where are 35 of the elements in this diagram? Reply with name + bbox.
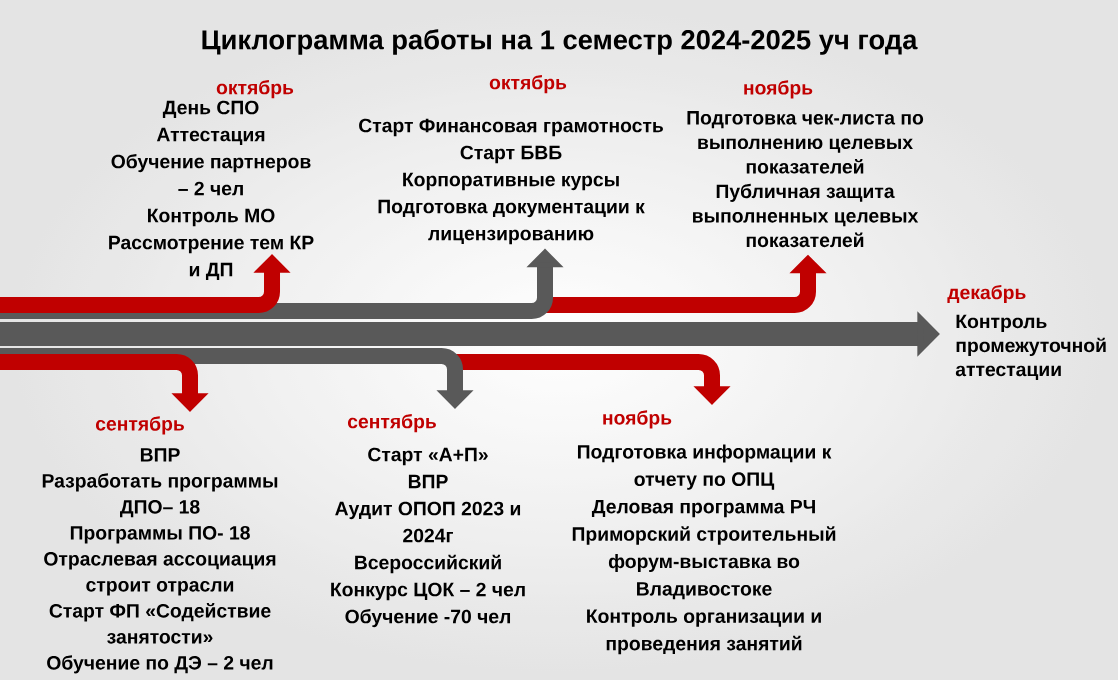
task-text: Обучение -70 чел <box>345 609 510 628</box>
month-label: ноябрь <box>603 410 672 429</box>
task-text: Корпоративные курсы <box>403 172 619 191</box>
title: Циклограмма работы на 1 семестр 2024-2025 уч года <box>202 29 918 55</box>
month-label: ноябрь <box>744 80 813 99</box>
task-text: Подготовка документации к лицензированию <box>378 199 645 245</box>
task-text: Контроль промежуточной аттестации <box>955 314 1106 380</box>
month-label: декабрь <box>947 284 1026 304</box>
task-text: Подготовка чек-листа по выполнению целевых показателей <box>687 111 924 174</box>
task-text: Обучение партнеров – 2 чел <box>111 154 311 196</box>
task-text: Программы ПО- 18 <box>70 525 250 544</box>
task-text: Старт БВБ <box>460 145 562 164</box>
month-label: сентябрь <box>347 414 436 433</box>
task-text: Рассмотрение тем КР и ДП <box>109 235 314 280</box>
task-text: Аудит ОПОП 2023 и 2024г <box>335 501 521 543</box>
month-label: октябрь <box>489 75 567 94</box>
task-text: Контроль организации и проведения занятий <box>587 609 821 655</box>
task-text: Контроль МО <box>148 208 275 227</box>
task-text: Отраслевая ассоциация строит отрасли <box>44 551 276 596</box>
task-text: Старт ФП «Содействие занятости» <box>49 603 271 644</box>
task-text: Деловая программа РЧ <box>591 499 815 518</box>
task-text: Аттестация <box>156 127 265 145</box>
task-text: Обучение по ДЭ – 2 чел <box>47 655 273 674</box>
task-text: Подготовка информации к отчету по ОПЦ <box>578 444 832 490</box>
task-text: ВПР <box>140 448 180 462</box>
task-text: Старт Финансовая грамотность <box>359 118 663 137</box>
task-text: Старт «А+П» <box>368 447 488 466</box>
task-text: Всероссийский Конкурс ЦОК – 2 чел <box>331 554 525 601</box>
task-text: ВПР <box>408 474 448 489</box>
task-text: День СПО <box>162 100 259 118</box>
month-label: сентябрь <box>95 416 184 435</box>
task-text: Приморский строительный форум-выставка во Владивостоке <box>572 526 836 600</box>
month-label: октябрь <box>216 80 294 99</box>
task-text: Публичная защита выполненных целевых показателей <box>693 183 919 248</box>
task-text: Разработать программы ДПО– 18 <box>42 473 278 518</box>
